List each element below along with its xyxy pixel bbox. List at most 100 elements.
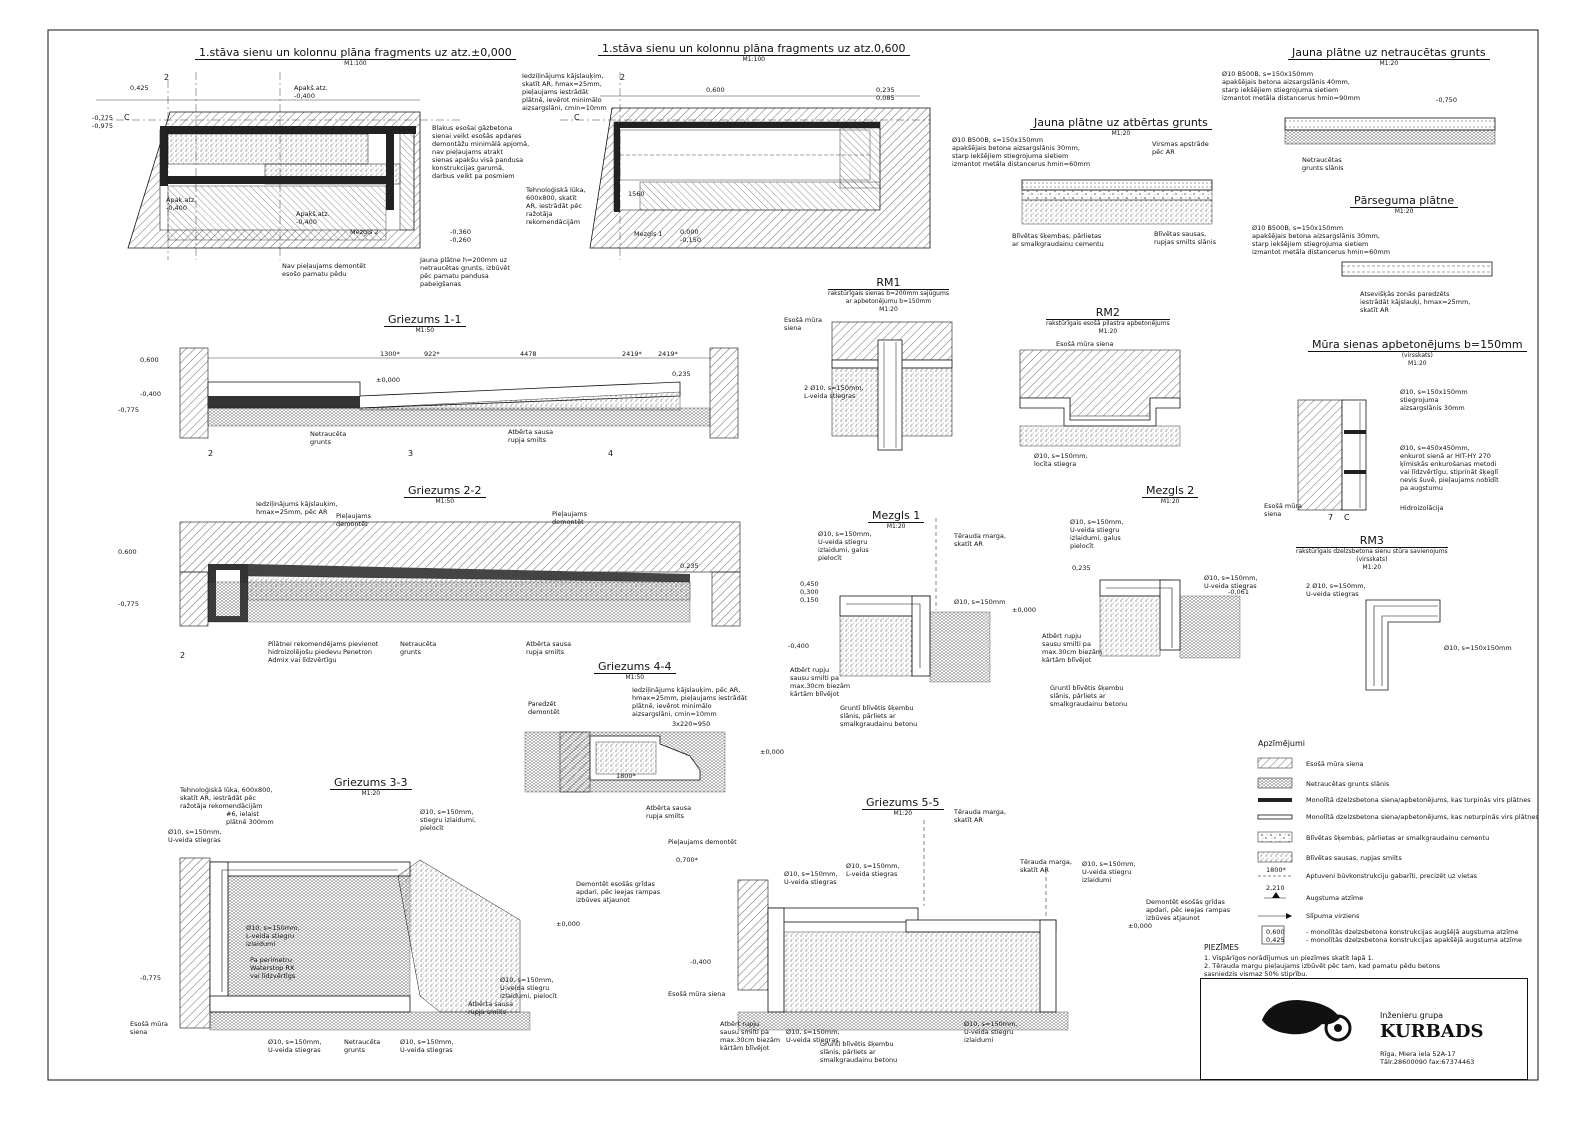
tb-org: Inženieru grupa [1380,1011,1444,1020]
note-m2-gravel: Gruntī blīvētis šķembu slānis, pārliets … [1050,684,1128,708]
legend-item-9: Slīpuma virziens [1306,912,1360,920]
section-44-drawing [524,731,726,793]
node-1-drawing [839,518,991,683]
tb-addr: Rīga, Miera iela 52A-17 Tālr.28600090 fa… [1380,1050,1475,1066]
dim-g11-1300: 1300* [380,350,400,358]
note-m1-backfill: Atbērt rupju sausu smilti pa max.30cm bi… [790,666,851,698]
level-m1-400: -0,400 [788,642,809,650]
mura-drawing [1297,399,1367,511]
note-g55-rail-a: Tērauda marga, skatīt AR [954,808,1006,824]
dim-g11-922: 922* [424,350,440,358]
note-floor-slab-mat: Atsevišķās zonās paredzēts iestrādāt kāj… [1360,290,1471,314]
notes-title: PIEZĪMES [1204,943,1239,952]
level-plan1-775: -0,775 [92,114,113,122]
note-slab-fill-gravel: Blīvētas šķembas, pārlietas ar smalkgrau… [1012,232,1104,248]
note-m1-gravel: Gruntī blīvētis šķembu slānis, pārliets … [840,704,918,728]
floor-slab-drawing [1341,261,1493,277]
level-g11-400: -0,400 [140,390,161,398]
level-m1-450: 0,450 0,300 0,150 [800,580,819,604]
legend-item-4: Monolītā dzelzsbetona siena/apbetonējums… [1306,813,1539,821]
legend-sample-level: 2,210 [1266,884,1285,892]
note-rm2-wall: Esošā mūra siena [1056,340,1114,348]
level-plan2-600: 0,600 [706,86,725,94]
dim-g11-2419b: 2419* [658,350,678,358]
level-g55-000: ±0,000 [1128,922,1153,930]
legend-item-8: Augstuma atzīme [1306,894,1364,902]
dim-plan2-1560: 1560 [628,190,645,198]
title-plan-2: 1.stāva sienu un kolonnu plāna fragments… [598,42,910,64]
legend-sample-box: 0,600 0,425 [1266,928,1285,944]
level-g11-775: -0,775 [118,406,139,414]
note-g22-piel-b: Pieļaujams demontēt [552,510,587,526]
dim-g44-1800: 1800* [616,772,636,780]
axis-marker-7-mura: 7 [1328,513,1334,522]
level-g22-775: -0,775 [118,600,139,608]
note-g44-sand: Atbērta sausa rupja smilts [646,804,692,820]
section-55-drawing [737,820,1069,1031]
level-g22-235: 0,235 [680,562,699,570]
kurbads-logo [1262,1000,1352,1042]
level-g33-000: ±0,000 [556,920,581,928]
level-g33-775: -0,775 [140,974,161,982]
level-g11-000: ±0,000 [376,376,401,384]
notes-line-2: 2. Tērauda margu pieļaujams izbūvēt pēc … [1204,962,1441,978]
axis-marker-c-plan1: C [124,113,130,122]
level-g44-000: ±0,000 [760,748,785,756]
level-g55-700: 0,700* [676,856,698,864]
slab-undisturbed-drawing [1284,117,1496,145]
legend-item-5: Blīvētas šķembas, pārlietas ar smalkgrau… [1306,834,1490,842]
dim-g11-2419: 2419* [622,350,642,358]
note-mura-anchor: Ø10, s=450x450mm, enkurot sienā ar HIT-H… [1400,444,1499,492]
axis-marker-c-plan2: C [574,113,580,122]
level-g11-600: 0,600 [140,356,159,364]
note-slab-fill: Ø10 B500B, s=150x150mm apakšējais betona… [952,136,1091,168]
note-plan1-nav: Nav pieļaujams demontēt esošo pamatu pēd… [282,262,366,278]
legend-item-3: Monolītā dzelzsbetona siena/apbetonējums… [1306,796,1531,804]
note-g33-wall: Esošā mūra siena [130,1020,169,1036]
axis-marker-2-plan1: 2 [164,73,170,82]
note-g22-admix: Pilātnei rekomendējams pievienot hidroiz… [268,640,379,664]
note-rm2-rebar: Ø10, s=150mm, locīta stiegra [1034,452,1088,468]
note-g55-rebar-u: Ø10, s=150mm, U-veida stiegras [784,870,838,886]
axis-marker-2-g22: 2 [180,651,186,660]
note-plan1-blakus: Blakus esošai gāzbetona sienai veikt eso… [432,124,530,180]
note-rm3-mesh: Ø10, s=150x150mm [1444,644,1512,652]
axis-marker-3-g11: 3 [408,449,414,458]
legend-item-2: Netraucētas grunts slānis [1306,780,1390,788]
note-g44-paredz: Paredzēt demontēt [528,700,560,716]
note-g44-iedz: Iedziļinājums kājslauķim, pēc AR, hmax=2… [632,686,748,718]
note-mura-hydro: Hidroizolācija [1400,504,1444,512]
note-g33-rebar-6: #6, ielaist plātnē 300mm [226,810,274,826]
rm3-drawing [1365,599,1441,691]
plan-2-drawing [560,72,931,260]
note-g55-rebar-l: Ø10, s=150mm, L-veida stiegras [846,862,900,878]
legend-item-6: Blīvētas sausas, rupjas smilts [1306,854,1402,862]
level-g11-235: 0,235 [672,370,691,378]
dim-g44-3x220: 3x220=950 [672,720,711,728]
note-plan1-mezgls2: Mezgls 2 [350,228,379,236]
note-g55-wall: Esošā mūra siena [668,990,726,998]
note-plan1-apakatz-b: Apak.atz. -0,400 [166,196,197,212]
section-33-drawing [179,857,531,1031]
node-2-drawing [1099,579,1241,659]
level-g55-400: -0,400 [690,958,711,966]
note-g55-rail-b: Tērauda marga, skatīt AR [1020,858,1072,874]
section-22-drawing [179,521,741,627]
note-g33-hatch: Tehnoloģiskā lūka, 600x800, skatīt AR, i… [180,786,273,810]
note-g11-sand: Atbērta sausa rupja smilts [508,428,554,444]
axis-marker-2-g11: 2 [208,449,214,458]
note-g22-iedz: Iedziļinājums kājslauķim, hmax=25mm, pēc… [256,500,338,516]
note-slab-fill-surface: Virsmas apstrāde pēc AR [1152,140,1209,156]
note-g55-piel: Pieļaujams demontēt [668,838,737,846]
legend-sample-dim: 1800* [1266,866,1286,874]
slab-fill-drawing [1021,179,1213,225]
